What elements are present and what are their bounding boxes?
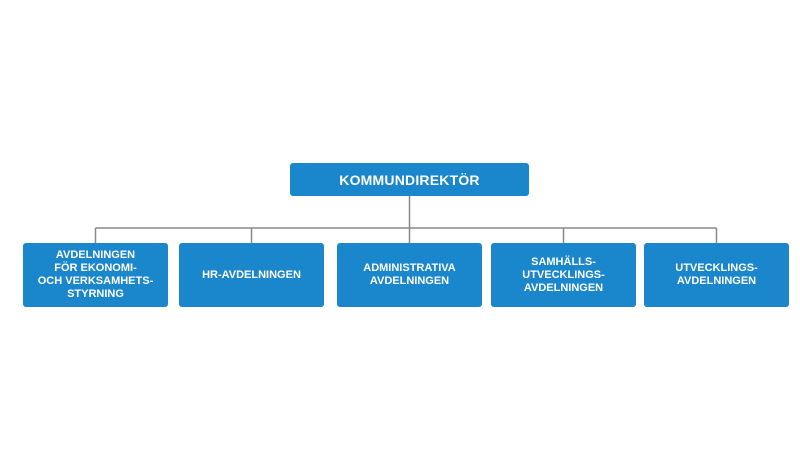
dept-node-label: SAMHÄLLS- UTVECKLINGS- AVDELNINGEN xyxy=(522,255,605,294)
dept-node-development: UTVECKLINGS- AVDELNINGEN xyxy=(644,243,789,307)
root-node-box: KOMMUNDIREKTÖR xyxy=(290,163,529,196)
dept-node-label: AVDELNINGEN FÖR EKONOMI- OCH VERKSAMHETS… xyxy=(37,249,154,300)
dept-node-label: HR-AVDELNINGEN xyxy=(202,268,301,281)
dept-node-label: UTVECKLINGS- AVDELNINGEN xyxy=(675,262,758,287)
dept-node-hr: HR-AVDELNINGEN xyxy=(179,243,324,307)
dept-node-label: ADMINISTRATIVA AVDELNINGEN xyxy=(363,262,456,287)
dept-node-economy: AVDELNINGEN FÖR EKONOMI- OCH VERKSAMHETS… xyxy=(23,243,168,307)
root-node-label: KOMMUNDIREKTÖR xyxy=(339,171,480,188)
dept-node-community-development: SAMHÄLLS- UTVECKLINGS- AVDELNINGEN xyxy=(491,243,636,307)
dept-node-administrative: ADMINISTRATIVA AVDELNINGEN xyxy=(337,243,482,307)
